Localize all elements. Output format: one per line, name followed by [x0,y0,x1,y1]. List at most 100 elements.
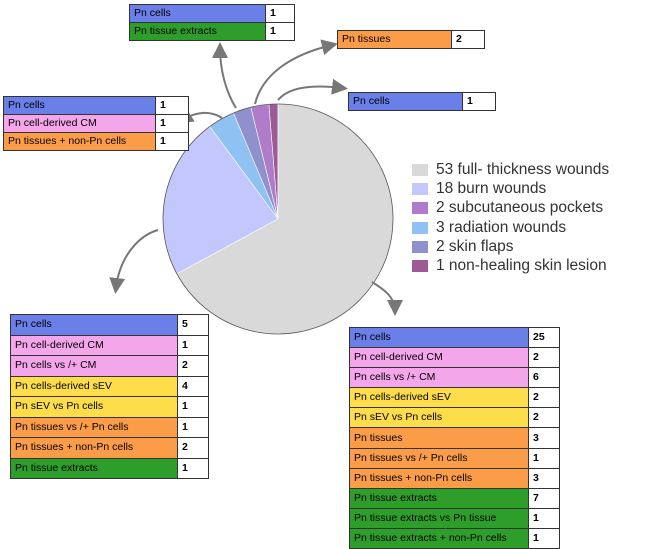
legend-item: 3 radiation wounds [412,218,609,237]
row-count: 1 [528,447,560,469]
row-label: Pn cells [349,326,529,349]
arrow-to-subcutaneous [254,39,338,105]
row-count: 1 [177,457,209,479]
row-count: 3 [528,427,560,449]
row-label: Pn cells vs /+ CM [10,355,178,377]
arrow-to-full-thickness [371,281,403,316]
row-label: Pn tissues vs /+ Pn cells [349,447,529,469]
row-label: Pn sEV vs Pn cells [349,407,529,429]
arrow-to-skin-flaps [212,42,237,109]
legend-item: 18 burn wounds [412,179,609,198]
row-label: Pn tissue extracts [129,22,266,41]
pie-chart [109,39,403,335]
row-count: 2 [451,30,485,49]
legend-label: 1 non-healing skin lesion [436,257,607,275]
row-count: 1 [177,334,209,356]
row-count: 1 [155,114,189,133]
legend-item: 2 skin flaps [412,237,609,256]
row-count: 1 [265,22,295,41]
row-count: 2 [177,437,209,459]
row-label: Pn tissues + non-Pn cells [3,132,156,151]
legend-swatch [412,260,428,273]
arrow-to-lesion [277,78,348,101]
legend-item: 1 non-healing skin lesion [412,256,609,275]
row-label: Pn sEV vs Pn cells [10,396,178,418]
row-label: Pn tissues vs /+ Pn cells [10,416,178,438]
legend-label: 53 full- thickness wounds [436,160,610,178]
row-label: Pn tissues [337,30,452,49]
pie-slices [162,103,394,335]
row-label: Pn cells-derived sEV [10,375,178,397]
legend-swatch [412,202,428,215]
row-count: 4 [177,375,209,397]
row-label: Pn tissues + non-Pn cells [349,467,529,489]
row-count: 1 [265,4,295,23]
row-label: Pn cells vs /+ CM [349,367,529,389]
legend-swatch [412,182,428,195]
row-label: Pn tissue extracts [349,487,529,509]
row-count: 1 [462,92,496,111]
legend-item: 53 full- thickness wounds [412,160,609,179]
legend-label: 2 skin flaps [436,237,514,255]
legend-swatch [412,221,428,234]
row-count: 2 [177,355,209,377]
row-count: 2 [528,387,560,409]
row-label: Pn tissues + non-Pn cells [10,437,178,459]
row-count: 25 [528,326,560,349]
row-count: 1 [177,396,209,418]
row-label: Pn cells [129,4,266,23]
row-count: 1 [528,507,560,529]
row-count: 2 [528,347,560,369]
row-label: Pn cells-derived sEV [349,387,529,409]
row-count: 3 [528,467,560,489]
row-label: Pn tissues [349,427,529,449]
row-label: Pn cell-derived CM [10,334,178,356]
row-label: Pn tissue extracts + non-Pn cells [349,527,529,549]
legend-swatch [412,163,428,176]
row-label: Pn tissue extracts vs Pn tissue [349,507,529,529]
legend-item: 2 subcutaneous pockets [412,199,609,218]
legend-label: 3 radiation wounds [436,218,567,236]
row-label: Pn cell-derived CM [3,114,156,133]
row-count: 1 [155,96,189,115]
row-label: Pn cells [10,314,178,336]
row-count: 6 [528,367,560,389]
row-count: 1 [155,132,189,151]
row-count: 5 [177,314,209,336]
connector-arrows [109,39,403,316]
arrow-to-burn [109,229,159,294]
legend-label: 2 subcutaneous pockets [436,199,604,217]
row-count: 1 [177,416,209,438]
row-count: 7 [528,487,560,509]
row-label: Pn cells [348,92,463,111]
